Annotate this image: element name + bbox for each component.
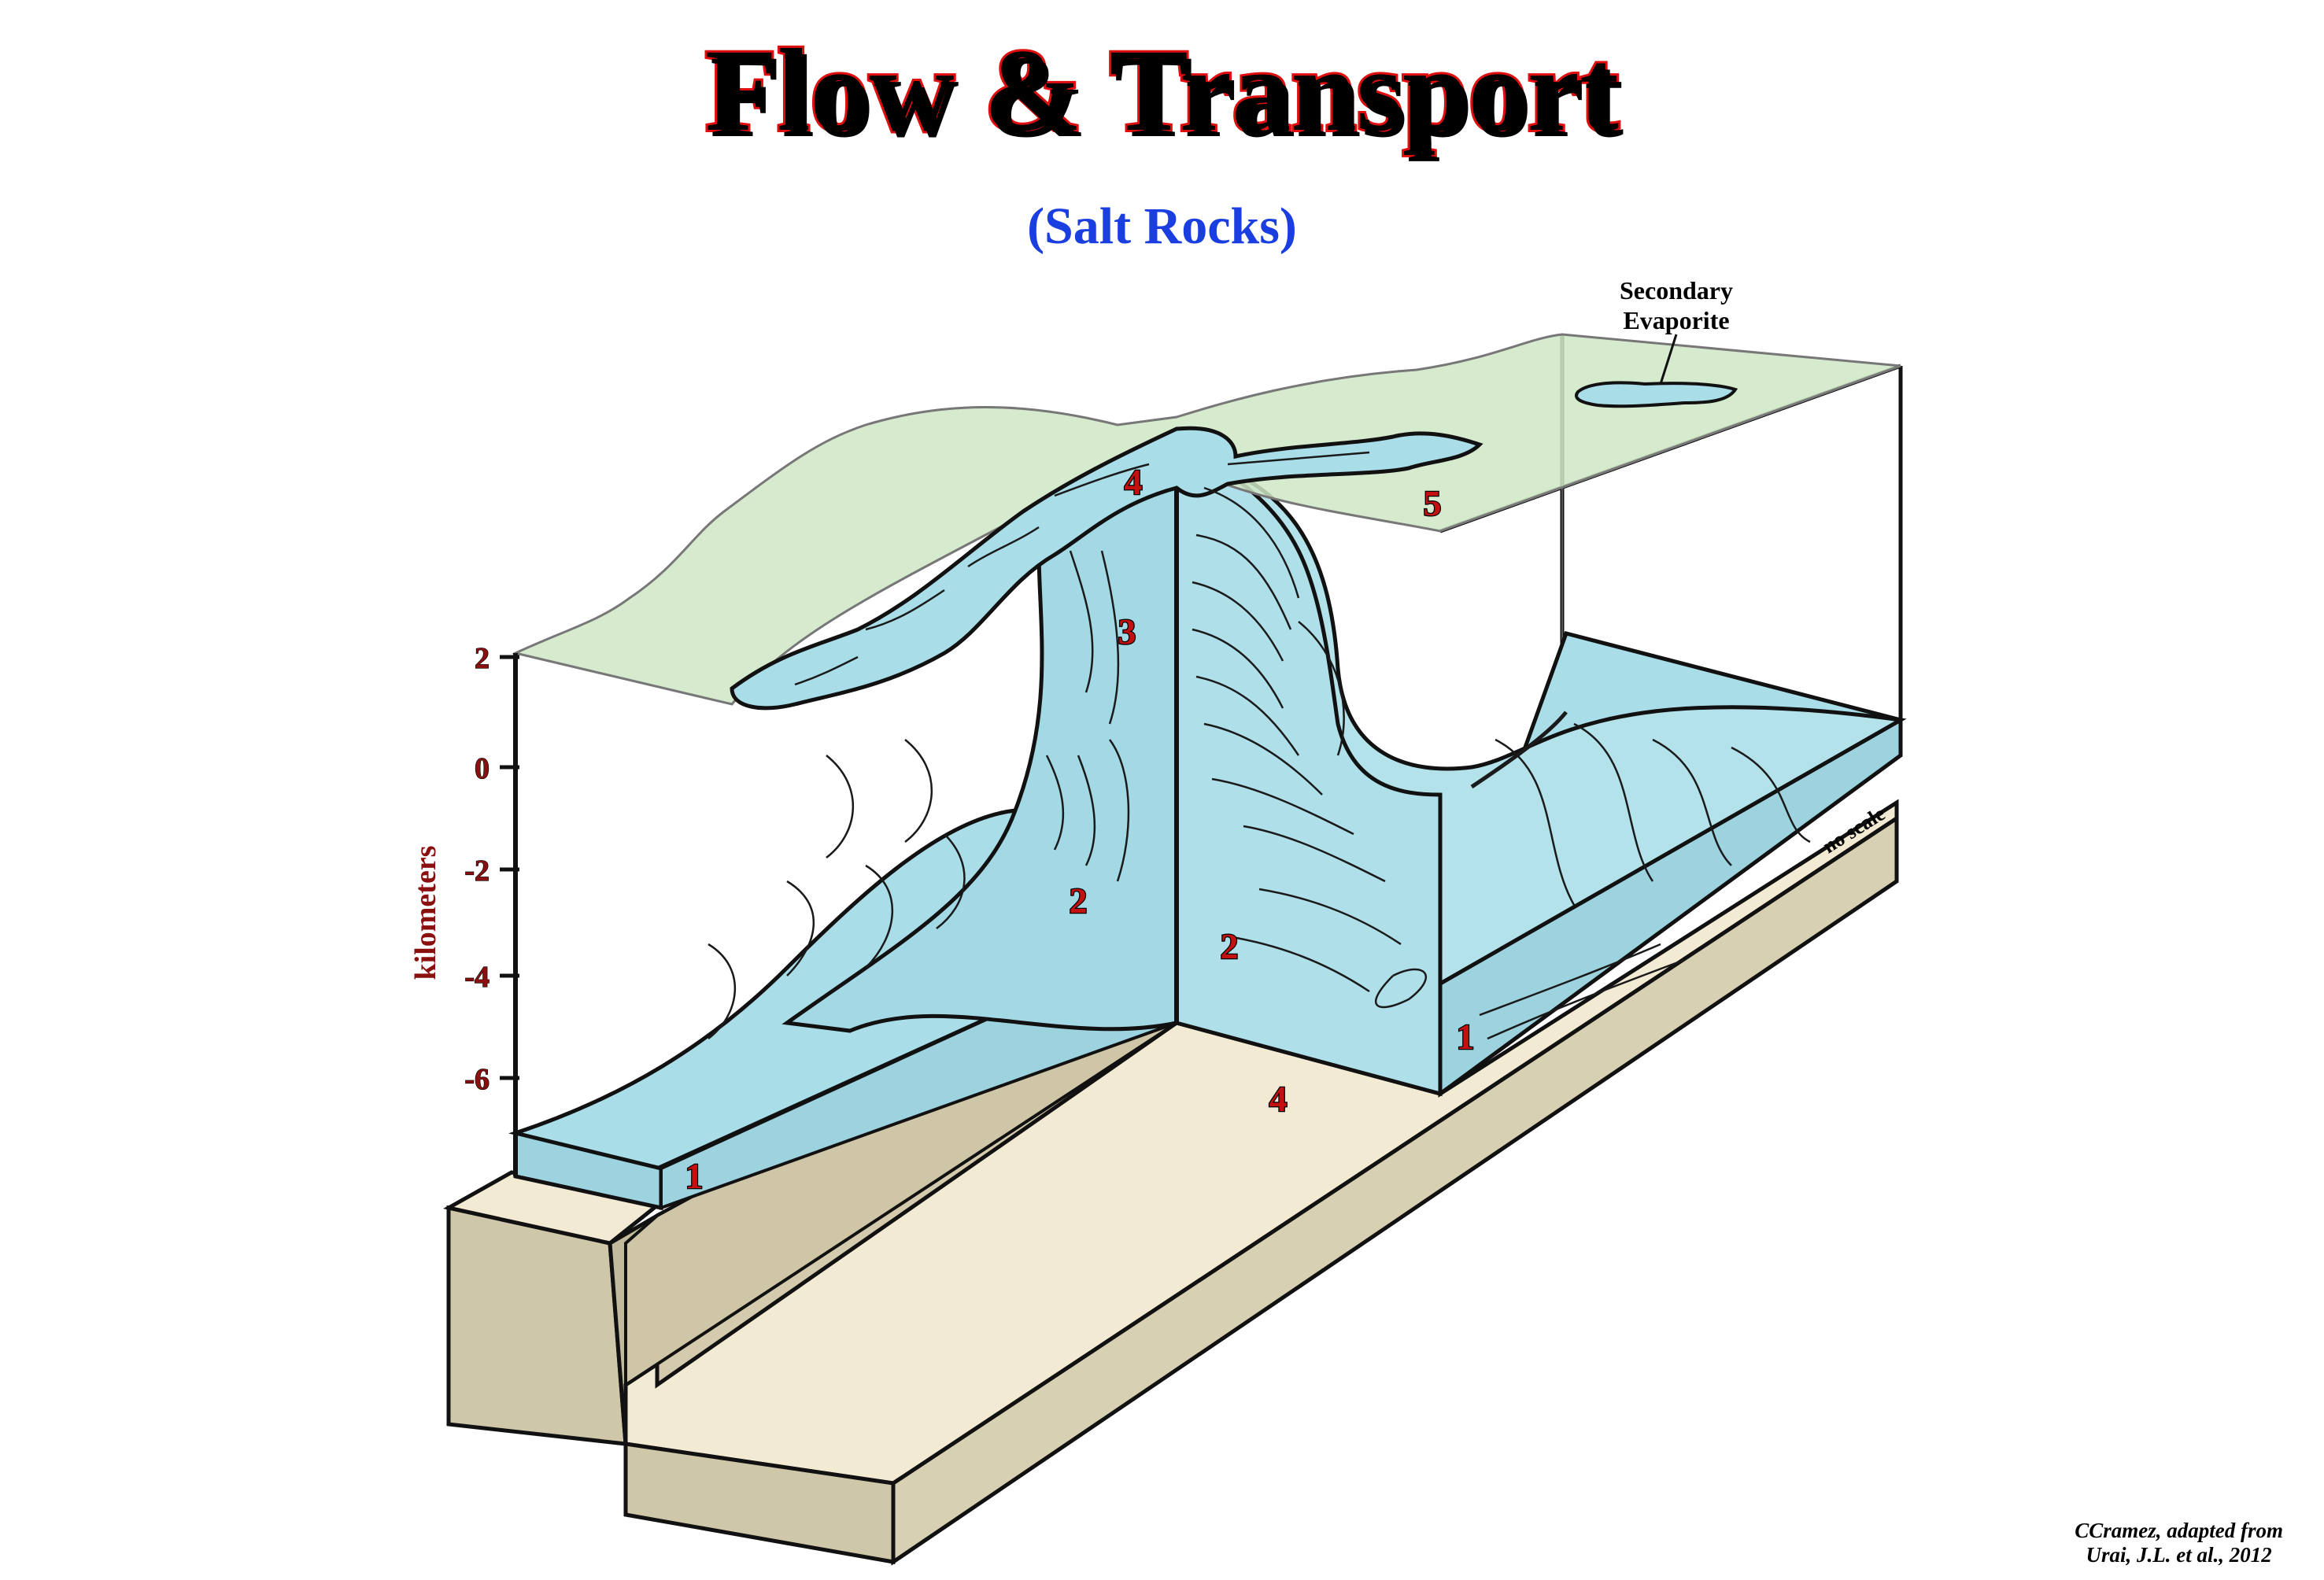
stage-number-4-top: 4 (1125, 462, 1143, 502)
salt-diapir-front (781, 448, 1179, 1033)
source-credit: CCramez, adapted from Urai, J.L. et al.,… (2075, 1519, 2283, 1567)
depth-axis: 2 0 -2 -4 -6 kilometers (409, 641, 519, 1176)
depth-tick-label-2: 2 (475, 642, 490, 675)
basement-long-front (891, 814, 1899, 1566)
stage-number-5: 5 (1424, 483, 1442, 523)
salt-sheet (730, 426, 1483, 711)
stage-number-1-right: 1 (1457, 1017, 1475, 1057)
stage-number-3: 3 (1118, 611, 1136, 652)
basement-front-block-side (446, 1205, 628, 1446)
depth-tick-label-neg4: -4 (464, 961, 490, 994)
depth-tick-label-neg6: -6 (464, 1063, 490, 1096)
secondary-evaporite-pod (1575, 381, 1738, 408)
stage-number-2-left: 2 (1070, 880, 1088, 921)
depth-tick-label-0: 0 (475, 752, 490, 785)
stage-number-4-base: 4 (1269, 1079, 1288, 1119)
stage-number-1-left: 1 (685, 1156, 704, 1196)
source-credit-line2: Urai, J.L. et al., 2012 (2086, 1543, 2272, 1567)
secondary-evaporite-label-line1: Secondary (1620, 276, 1733, 305)
secondary-evaporite-label-line2: Evaporite (1623, 306, 1729, 334)
foliation-lines (708, 451, 1811, 1040)
page-title: Flow & Transport (703, 25, 1621, 156)
depth-tick-label-neg2: -2 (464, 855, 490, 888)
page-subtitle: (Salt Rocks) (1027, 198, 1297, 255)
secondary-evaporite-leader (1659, 334, 1678, 385)
source-credit-line1: CCramez, adapted from (2075, 1519, 2283, 1542)
stage-number-2-right: 2 (1221, 926, 1239, 966)
depth-axis-label: kilometers (409, 846, 442, 980)
